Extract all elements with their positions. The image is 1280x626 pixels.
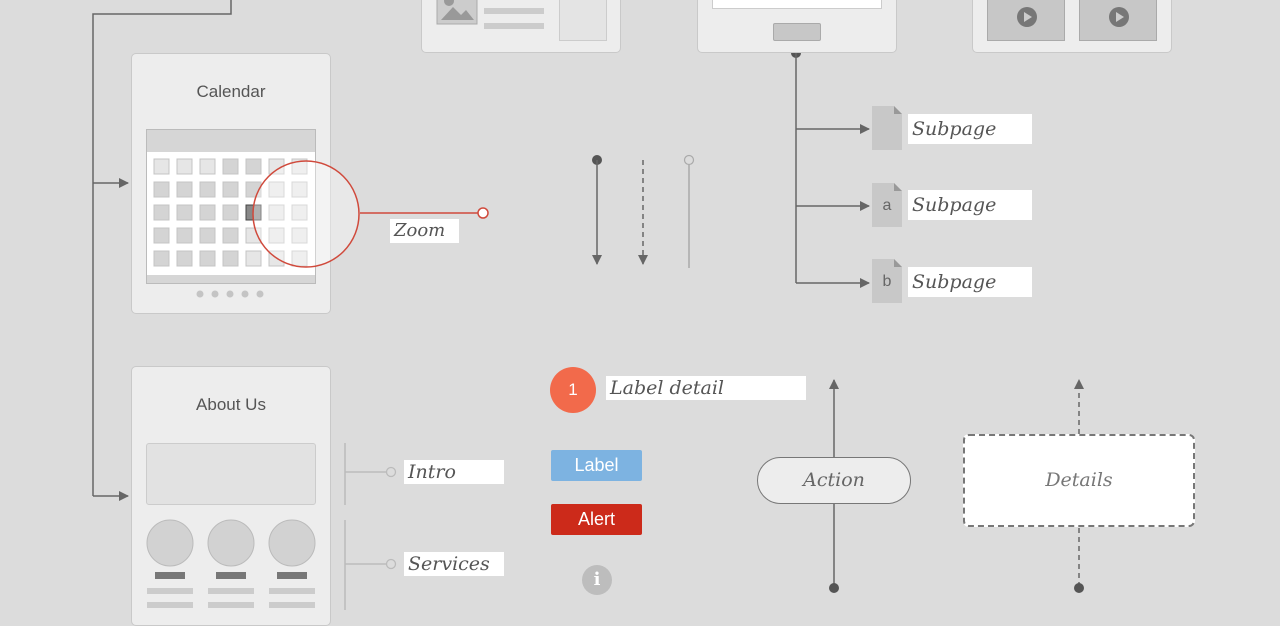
page-icon xyxy=(872,106,902,150)
side-panel-placeholder xyxy=(559,0,607,41)
number-badge: 1 xyxy=(550,367,596,413)
details-box: Details xyxy=(963,434,1195,527)
text-line-placeholder xyxy=(484,23,544,29)
subpage-label: Subpage xyxy=(908,114,1032,144)
about-us-card: About Us xyxy=(131,366,331,626)
input-placeholder xyxy=(712,0,882,9)
pagination-dots xyxy=(196,290,264,298)
label-detail: Label detail xyxy=(606,376,806,400)
image-icon xyxy=(436,0,478,25)
video-thumbnail xyxy=(1079,0,1157,41)
zoom-lens xyxy=(252,160,360,268)
video-thumbnail xyxy=(987,0,1065,41)
label-button[interactable]: Label xyxy=(551,450,642,481)
text-line-placeholder xyxy=(484,8,544,14)
video-card-partial xyxy=(972,0,1172,53)
about-us-title: About Us xyxy=(196,395,266,414)
calendar-card: Calendar xyxy=(131,53,331,314)
calendar-grid xyxy=(146,129,316,284)
alert-button[interactable]: Alert xyxy=(551,504,642,535)
action-button[interactable]: Action xyxy=(757,457,911,504)
form-card-partial xyxy=(697,0,897,53)
calendar-days xyxy=(153,158,308,267)
media-card-partial xyxy=(421,0,621,53)
button-placeholder xyxy=(773,23,821,41)
calendar-footer-bar xyxy=(147,275,315,283)
services-label: Services xyxy=(404,552,504,576)
calendar-header-bar xyxy=(147,130,315,152)
subpage-label: Subpage xyxy=(908,190,1032,220)
calendar-title: Calendar xyxy=(196,82,266,101)
subpage-item-a: a xyxy=(872,183,902,227)
play-icon xyxy=(1109,7,1129,27)
services-placeholder xyxy=(146,519,316,608)
page-letter: b xyxy=(882,273,892,290)
intro-label: Intro xyxy=(404,460,504,484)
intro-block-placeholder xyxy=(146,443,316,505)
page-icon xyxy=(872,259,902,303)
page-icon xyxy=(872,183,902,227)
subpage-item-b: b xyxy=(872,259,902,303)
subpage-item xyxy=(872,106,902,150)
zoom-label: Zoom xyxy=(390,219,459,243)
subpage-label: Subpage xyxy=(908,267,1032,297)
play-icon xyxy=(1017,7,1037,27)
info-icon[interactable]: i xyxy=(582,565,612,595)
connector-lines xyxy=(92,0,1084,610)
page-letter: a xyxy=(882,197,892,214)
